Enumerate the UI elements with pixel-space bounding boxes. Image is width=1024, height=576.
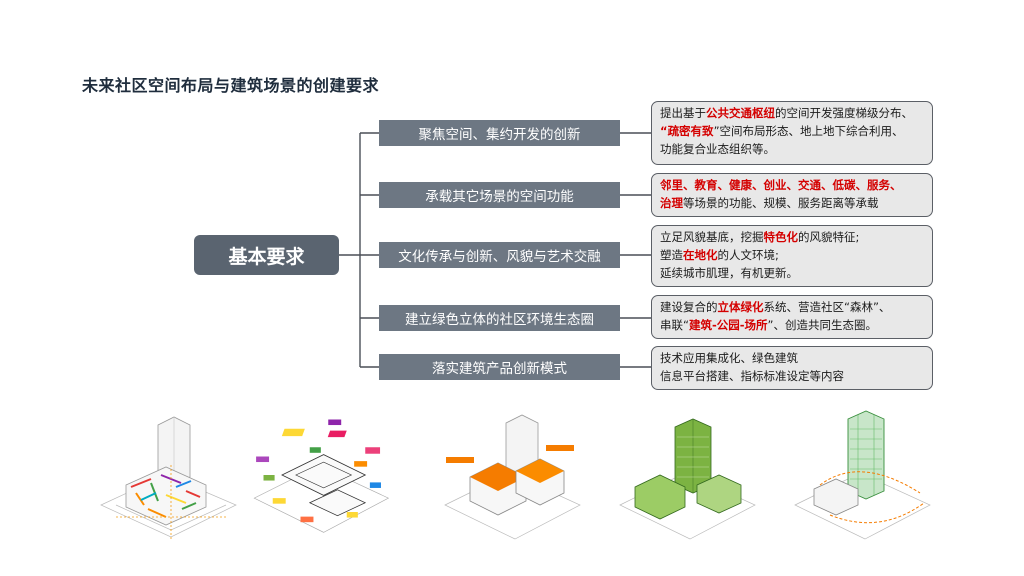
multicolor-building-icon — [100, 416, 237, 540]
page-title: 未来社区空间布局与建筑场景的创建要求 — [82, 76, 380, 95]
description-1: 提出基于公共交通枢纽的空间开发强度梯级分布、 “疏密有致”空间布局形态、地上地下… — [651, 101, 933, 165]
category-compact-development: 聚焦空间、集约开发的创新 — [379, 120, 620, 146]
category-building-innovation: 落实建筑产品创新模式 — [379, 354, 620, 380]
category-green-ecosystem: 建立绿色立体的社区环境生态圈 — [379, 305, 620, 331]
orange-podium-building-icon — [444, 414, 581, 540]
category-culture-style: 文化传承与创新、风貌与艺术交融 — [379, 242, 620, 268]
exploded-color-blocks-icon — [253, 419, 390, 533]
category-scene-functions: 承载其它场景的空间功能 — [379, 182, 620, 208]
green-glass-tower-icon — [794, 410, 931, 540]
description-4: 建设复合的立体绿化系统、营造社区“森林”、 串联“建筑-公园-场所”、创造共同生… — [651, 295, 933, 339]
green-vertical-building-icon — [619, 418, 756, 540]
description-5: 技术应用集成化、绿色建筑 信息平台搭建、指标标准设定等内容 — [651, 346, 933, 390]
root-node: 基本要求 — [194, 235, 339, 275]
description-3: 立足风貌基底，挖掘特色化的风貌特征; 塑造在地化的人文环境; 延续城市肌理，有机… — [651, 225, 933, 287]
description-2: 邻里、教育、健康、创业、交通、低碳、服务、 治理等场景的功能、规模、服务距离等承… — [651, 173, 933, 217]
